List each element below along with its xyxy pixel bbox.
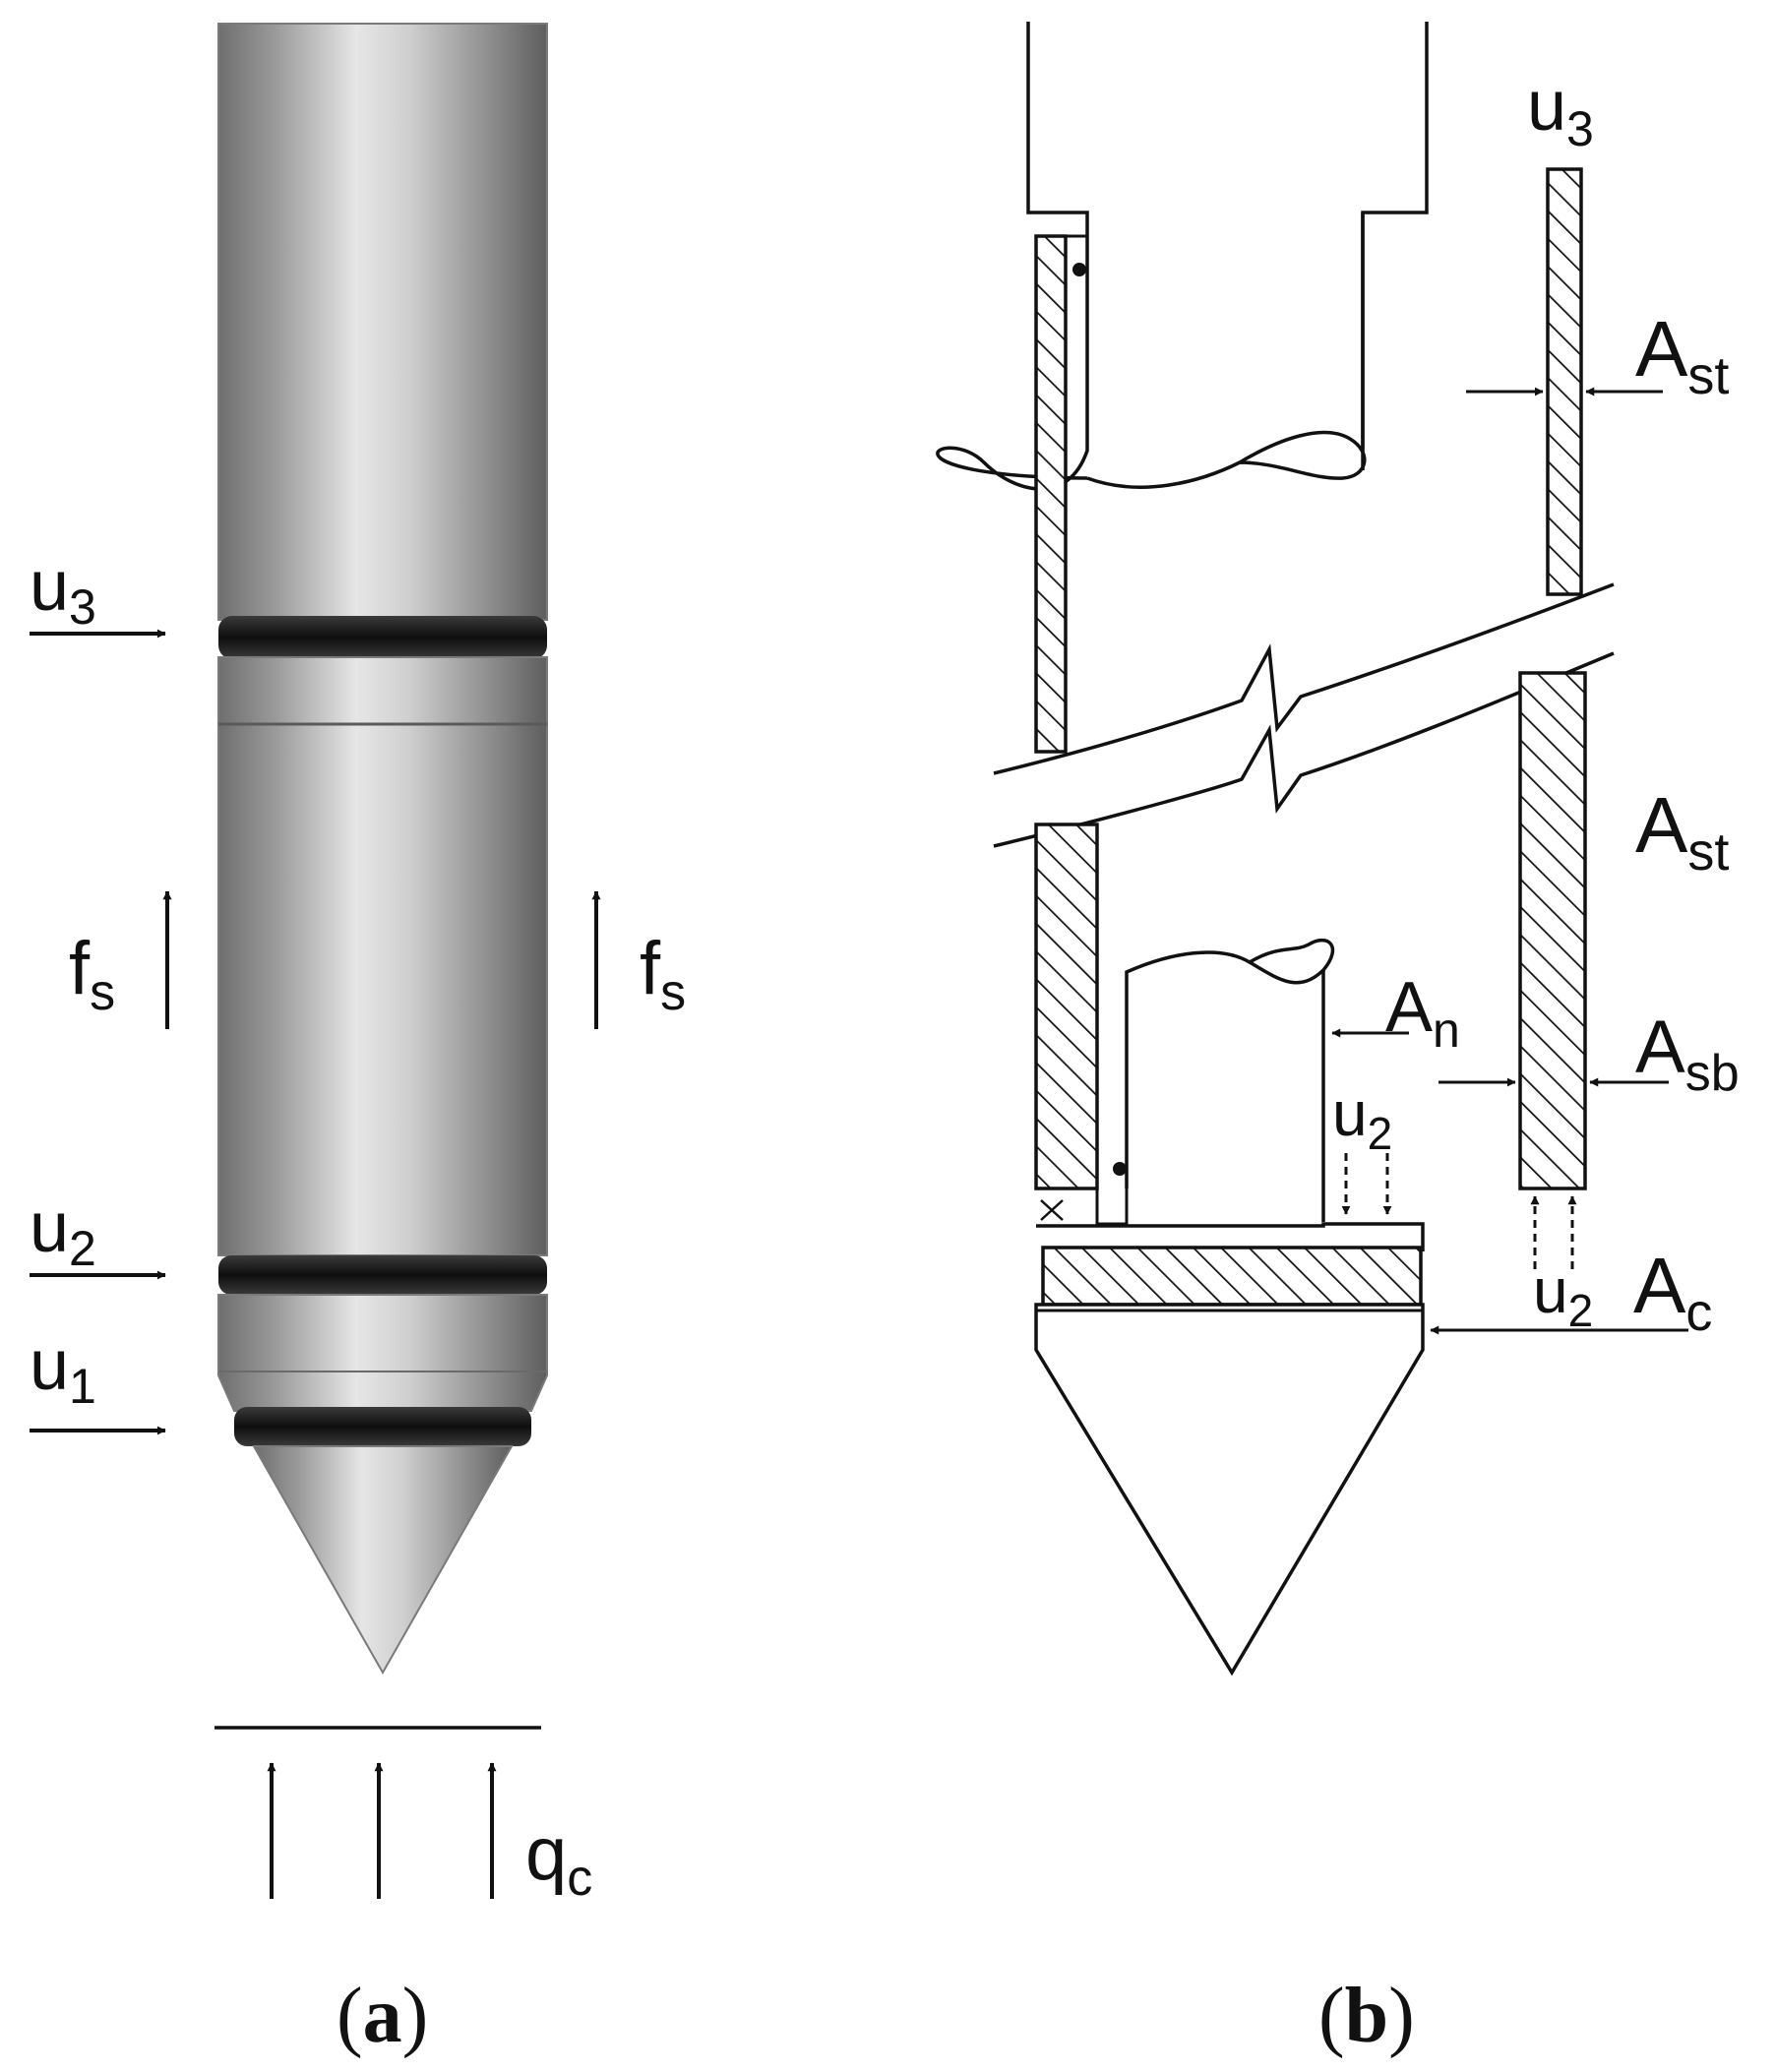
qc-label: qc: [525, 1812, 592, 1907]
cone-tip-outline: [1034, 1303, 1425, 1676]
seal-ring-u3: [218, 616, 547, 659]
left-wall-upper: [1034, 234, 1068, 754]
ac-label: Ac: [1633, 1242, 1712, 1342]
right-wall-lower: [1518, 671, 1587, 1190]
fs-right-label: fs: [640, 927, 686, 1021]
left-wall-lower: [1034, 823, 1099, 1190]
u1-label-a: u1: [30, 1326, 96, 1414]
ast-mid-label: Ast: [1635, 781, 1729, 882]
cone-body: [217, 23, 548, 1676]
filter-element: [1041, 1246, 1423, 1307]
seal-dot-upper: [1072, 263, 1086, 276]
panel-b: u3 Ast Ast An Asb u2 u2 Ac (b): [936, 22, 1740, 2059]
right-wall-upper: [1546, 167, 1583, 596]
inner-shaft-break-top: [1086, 430, 1367, 489]
seal-ring-u1: [234, 1407, 531, 1446]
break-line-upper: [993, 582, 1615, 775]
upper-sleeve: [217, 23, 548, 621]
inner-shaft-lower: [1125, 938, 1335, 1188]
cone-tip: [252, 1445, 514, 1676]
an-label: An: [1385, 968, 1460, 1058]
inner-shaft-top-right: [1361, 22, 1429, 451]
u2-upper-label: u2: [1332, 1078, 1392, 1159]
u3-label-a: u3: [30, 547, 96, 635]
ast-top-label: Ast: [1635, 305, 1729, 405]
caption-a: (a): [337, 1973, 428, 2059]
caption-b: (b): [1318, 1973, 1415, 2059]
bore-outline-lower: [1095, 1188, 1129, 1226]
u2-label-a: u2: [30, 1188, 96, 1276]
seal-x: [1040, 1199, 1064, 1221]
break-line-lower: [993, 651, 1615, 848]
fs-left-label: fs: [69, 927, 115, 1021]
panel-a: u3 u2 u1 fs fs qc (a): [30, 23, 686, 2059]
friction-sleeve: [217, 656, 548, 1256]
inner-shaft-top: [936, 22, 1089, 491]
seal-dot-lower: [1113, 1162, 1127, 1176]
u3-label-b: u3: [1527, 67, 1594, 156]
u2-lower-label: u2: [1533, 1255, 1593, 1336]
cone-shoulder: [217, 1294, 548, 1412]
seal-ring-u2: [218, 1255, 547, 1295]
filter-top-outline: [1036, 1222, 1425, 1251]
asb-label: Asb: [1635, 1006, 1740, 1102]
